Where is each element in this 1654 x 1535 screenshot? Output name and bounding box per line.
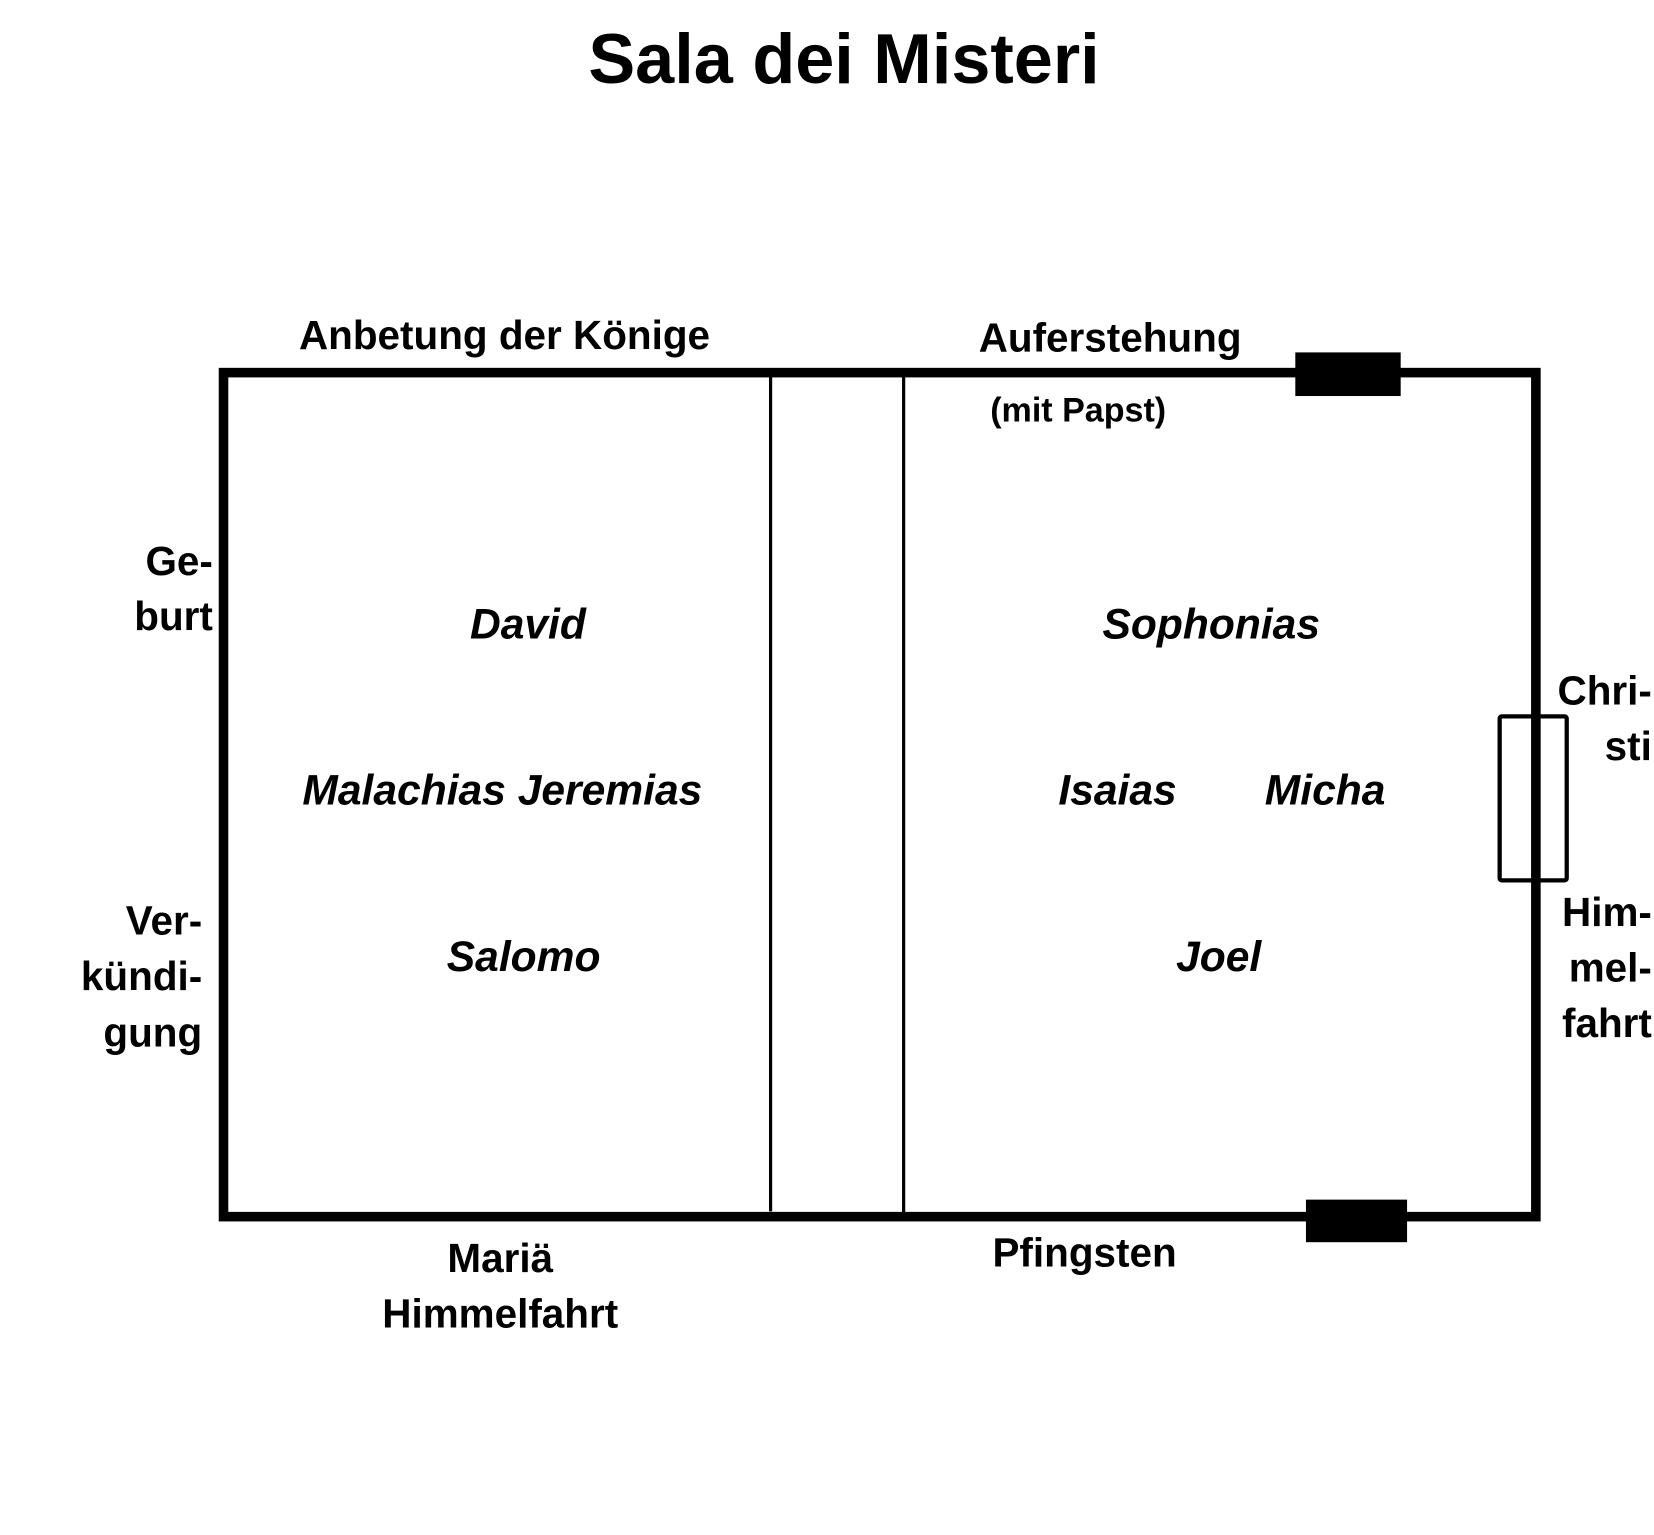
prophet-isaias: Isaias <box>1058 767 1176 815</box>
label-verkuendigung-2: kündi- <box>81 953 202 999</box>
room-outline <box>218 367 1541 1222</box>
door-top <box>1295 352 1401 397</box>
prophet-micha: Micha <box>1265 767 1386 815</box>
label-verkuendigung-1: Ver- <box>126 898 202 944</box>
label-anbetung: Anbetung der Könige <box>299 312 710 358</box>
label-himmelfahrt-3: fahrt <box>1562 1000 1652 1046</box>
label-mariae-2: Himmelfahrt <box>382 1290 618 1336</box>
prophet-joel: Joel <box>1176 933 1262 981</box>
label-christi-1: Chri- <box>1558 668 1652 714</box>
label-himmelfahrt-1: Him- <box>1562 889 1652 935</box>
prophet-david: David <box>470 601 587 649</box>
label-geburt-1: Ge- <box>145 538 212 584</box>
label-mariae-1: Mariä <box>447 1235 553 1281</box>
label-pfingsten: Pfingsten <box>992 1230 1176 1276</box>
prophet-malachias-jeremias: Malachias Jeremias <box>302 767 702 815</box>
label-himmelfahrt-2: mel- <box>1569 944 1652 990</box>
label-auferstehung: Auferstehung <box>979 314 1242 360</box>
prophet-salomo: Salomo <box>447 933 601 981</box>
diagram-title: Sala dei Misteri <box>588 19 1099 98</box>
label-mit-papst: (mit Papst) <box>990 392 1166 430</box>
window-right <box>1497 714 1569 883</box>
label-christi-2: sti <box>1605 723 1652 769</box>
door-bottom <box>1305 1199 1408 1243</box>
prophet-sophonias: Sophonias <box>1102 601 1320 649</box>
label-verkuendigung-3: gung <box>103 1009 202 1055</box>
label-geburt-2: burt <box>134 593 213 639</box>
